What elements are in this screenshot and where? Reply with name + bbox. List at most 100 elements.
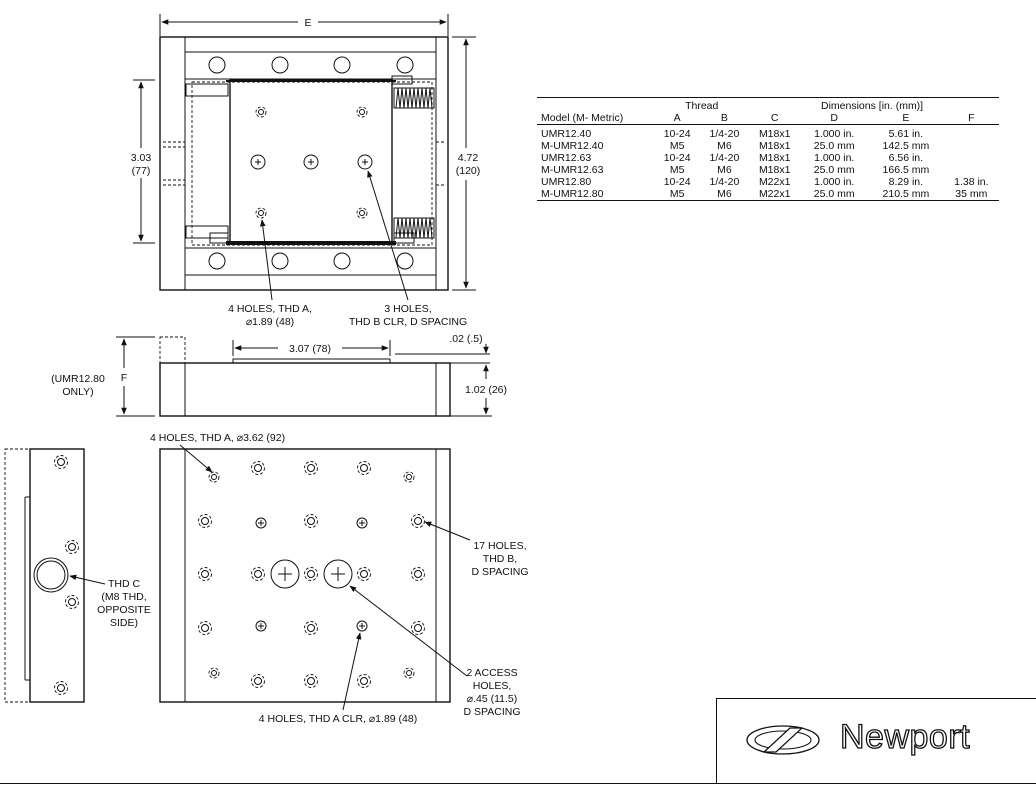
callout-17-3: D SPACING: [472, 566, 529, 578]
cell-f: 1.38 in.: [954, 176, 989, 188]
dim-02: .02 (.5): [449, 333, 482, 345]
cell-f: [944, 164, 999, 176]
cell-e: 166.5 mm: [882, 164, 930, 176]
cell-model: M-UMR12.80: [537, 188, 655, 201]
cell-d: 1.000 in.: [814, 128, 855, 140]
end-view: THD C (M8 THD, OPPOSITE SIDE): [4, 448, 151, 703]
access-3: ⌀.45 (11.5): [467, 693, 518, 705]
cell-d: 25.0 mm: [813, 140, 855, 152]
cell-f: [944, 140, 999, 152]
callout-thd-b-top-2: THD B CLR, D SPACING: [349, 316, 467, 328]
dim-102: 1.02 (26): [465, 384, 507, 396]
callout-bottom-lower: 4 HOLES, THD A CLR, ⌀1.89 (48): [259, 713, 417, 725]
col-d: D: [800, 112, 869, 125]
stage-body-end: [29, 448, 85, 703]
cell-d: 1.000 in.: [814, 152, 855, 164]
cell-e: 8.29 in.: [888, 176, 924, 188]
cell-a: M5: [669, 140, 685, 152]
table-row: M-UMR12.40 M5 M6 M18x1 25.0 mm 142.5 mm: [537, 140, 999, 152]
dim-472-mm: (120): [456, 165, 481, 177]
callout-17-1: 17 HOLES,: [473, 540, 526, 552]
thd-c-3: OPPOSITE: [97, 604, 151, 616]
dim-f: F: [121, 372, 127, 384]
dim-472-in: 4.72: [458, 152, 479, 164]
stage-body-top: [159, 36, 449, 291]
col-e: E: [868, 112, 944, 125]
cell-e: 5.61 in.: [888, 128, 924, 140]
cell-b: 1/4-20: [709, 128, 740, 140]
col-b: B: [699, 112, 749, 125]
cell-model: UMR12.63: [541, 152, 592, 164]
callout-thd-b-top-1: 3 HOLES,: [384, 303, 431, 315]
cell-a: M5: [654, 188, 700, 201]
bottom-divider: [0, 783, 1036, 784]
table-header-thread: Thread: [654, 97, 749, 112]
thd-a-holes-top: [255, 106, 368, 219]
access-2: HOLES,: [473, 680, 512, 692]
callout-17-2: THD B,: [483, 553, 517, 565]
cell-e: 6.56 in.: [888, 152, 924, 164]
cell-a: 10-24: [663, 176, 691, 188]
table-row: UMR12.63 10-24 1/4-20 M18x1 1.000 in. 6.…: [537, 152, 999, 164]
cell-model: UMR12.40: [541, 128, 592, 140]
access-1: 2 ACCESS: [466, 667, 517, 679]
table-row: UMR12.40 10-24 1/4-20 M18x1 1.000 in. 5.…: [537, 125, 999, 141]
dim-e-label: E: [304, 17, 311, 29]
cell-b: 1/4-20: [709, 176, 740, 188]
dim-307: 3.07 (78): [289, 343, 331, 355]
cell-model: M-UMR12.63: [541, 164, 604, 176]
cell-f: 35 mm: [943, 188, 999, 201]
cell-c: M18x1: [758, 164, 791, 176]
thd-c-4: SIDE): [110, 617, 138, 629]
bottom-hole-grid: [198, 461, 425, 688]
cell-model: M-UMR12.40: [541, 140, 604, 152]
thd-c-1: THD C: [108, 578, 140, 590]
cell-model: UMR12.80: [541, 176, 592, 188]
cell-a: 10-24: [663, 152, 691, 164]
umr-note-1: (UMR12.80: [51, 373, 105, 385]
cell-e: 142.5 mm: [882, 140, 930, 152]
cell-c: M22x1: [758, 176, 791, 188]
col-model: Model (M- Metric): [537, 112, 655, 125]
specification-table: Thread Dimensions [in. (mm)] Model (M- M…: [537, 97, 999, 201]
bottom-view: 4 HOLES, THD A, ⌀3.62 (92): [150, 432, 528, 725]
cell-b: M6: [699, 188, 749, 201]
dim-303-in: 3.03: [131, 152, 152, 164]
cell-b: M6: [717, 140, 732, 152]
cell-e: 210.5 mm: [868, 188, 944, 201]
cell-d: 25.0 mm: [800, 188, 869, 201]
spring-upper: [393, 87, 435, 109]
cell-c: M22x1: [748, 188, 801, 201]
col-c: C: [748, 112, 801, 125]
cell-d: 1.000 in.: [814, 176, 855, 188]
umr-note-2: ONLY): [62, 386, 93, 398]
col-a: A: [654, 112, 700, 125]
newport-logo-text: Newport: [839, 717, 971, 756]
cell-d: 25.0 mm: [813, 164, 855, 176]
top-view: E: [131, 14, 480, 328]
newport-logo-mark: [746, 725, 820, 755]
cell-f: [944, 152, 999, 164]
cell-c: M18x1: [758, 140, 791, 152]
side-view: 3.07 (78) .02 (.5) 1.02 (26) F (UMR12.80…: [51, 333, 507, 417]
cell-c: M18x1: [758, 152, 791, 164]
table-header-dimensions: Dimensions [in. (mm)]: [800, 97, 944, 112]
thd-c-2: (M8 THD,: [101, 591, 146, 603]
table-header-blank: [537, 97, 655, 112]
callout-thd-a-top-2: ⌀1.89 (48): [246, 316, 294, 328]
dim-303-mm: (77): [132, 165, 151, 177]
stage-body-bottom: [159, 448, 451, 703]
callout-bottom-top: 4 HOLES, THD A, ⌀3.62 (92): [150, 432, 285, 444]
col-f: F: [943, 112, 999, 125]
table-row: M-UMR12.80 M5 M6 M22x1 25.0 mm 210.5 mm …: [537, 188, 999, 201]
table-row: UMR12.80 10-24 1/4-20 M22x1 1.000 in. 8.…: [537, 176, 999, 188]
access-4: D SPACING: [464, 706, 521, 718]
cell-b: M6: [717, 164, 732, 176]
thd-b-holes-top: [250, 154, 373, 170]
cell-f: [944, 125, 999, 141]
specification-table-wrap: Thread Dimensions [in. (mm)] Model (M- M…: [537, 97, 999, 201]
cell-a: M5: [669, 164, 685, 176]
cell-c: M18x1: [758, 128, 791, 140]
cell-a: 10-24: [663, 128, 691, 140]
